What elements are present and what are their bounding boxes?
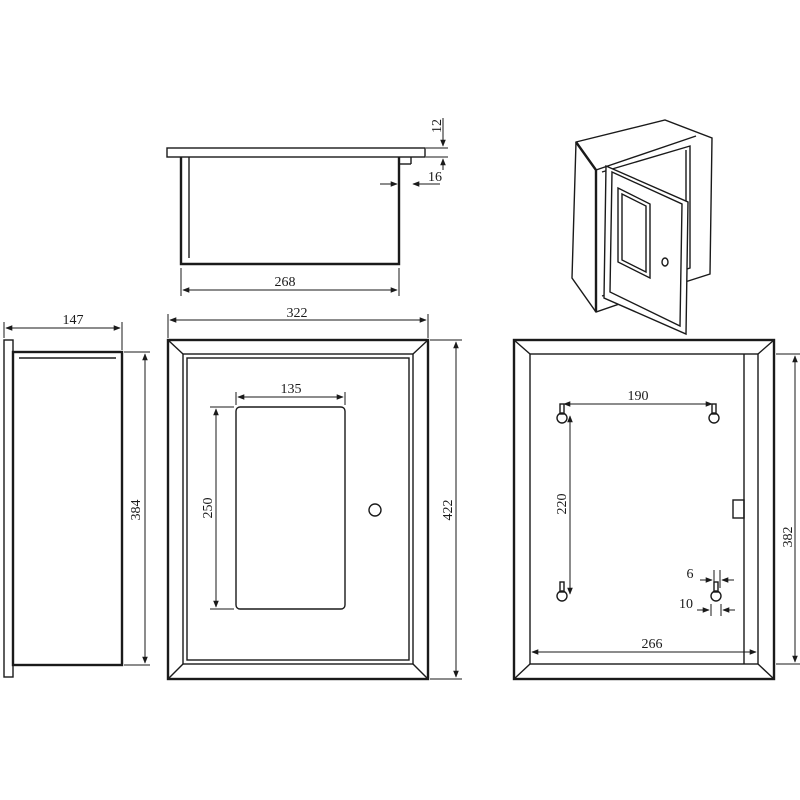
dim-10-label: 10	[679, 597, 693, 612]
side-view-body	[11, 350, 124, 667]
dim-147-label: 147	[63, 313, 84, 328]
top-view: 268 12 16	[166, 118, 448, 296]
iso-door-frame	[609, 170, 683, 328]
rear-outer-frame	[512, 338, 776, 681]
rear-frame-corner-tr	[757, 339, 775, 355]
dim-382-label: 382	[781, 527, 796, 548]
dim-190-label: 190	[628, 389, 649, 404]
dim-135-label: 135	[281, 382, 302, 397]
front-frame-corner-bl	[167, 663, 184, 680]
front-door-inner	[186, 357, 410, 661]
dim-422-label: 422	[441, 500, 456, 521]
front-outer-frame	[166, 338, 430, 681]
front-frame-corner-tr	[412, 339, 429, 355]
front-window	[235, 406, 346, 610]
dim-250-label: 250	[201, 498, 216, 519]
rear-frame-corner-tl	[513, 339, 531, 355]
iso-door-window-inner	[621, 192, 647, 274]
iso-cabinet-top-edge	[595, 135, 697, 171]
dim-384-label: 384	[129, 500, 144, 521]
front-lock	[368, 503, 382, 517]
dim-12-label: 12	[430, 119, 445, 133]
keyhole-bottom-left	[556, 581, 568, 602]
rear-back-panel	[529, 353, 759, 665]
keyhole-top-left	[556, 403, 568, 424]
side-view-flange	[3, 339, 14, 678]
top-view-body	[179, 157, 401, 266]
iso-door-lock	[661, 257, 669, 267]
rear-frame-corner-br	[757, 663, 775, 680]
dim-266-label: 266	[642, 637, 663, 652]
front-frame-corner-tl	[167, 339, 184, 355]
keyhole-top-right	[708, 403, 720, 424]
iso-door-window	[617, 186, 651, 280]
isometric-view	[571, 119, 713, 336]
dim-220-label: 220	[555, 494, 570, 515]
rear-view: 190 220 382 266 6 10	[512, 338, 800, 681]
top-view-flange	[166, 147, 426, 158]
dim-16-label: 16	[428, 170, 442, 185]
dim-322-label: 322	[287, 306, 308, 321]
dim-6-label: 6	[687, 567, 694, 582]
rear-latch-slot	[732, 499, 745, 519]
rear-frame-corner-bl	[513, 663, 531, 680]
dim-268-label: 268	[275, 275, 296, 290]
front-door	[182, 353, 414, 665]
side-view: 147 384	[3, 313, 150, 678]
front-frame-corner-br	[412, 663, 429, 680]
front-view: 322 422 135 250	[166, 306, 462, 681]
